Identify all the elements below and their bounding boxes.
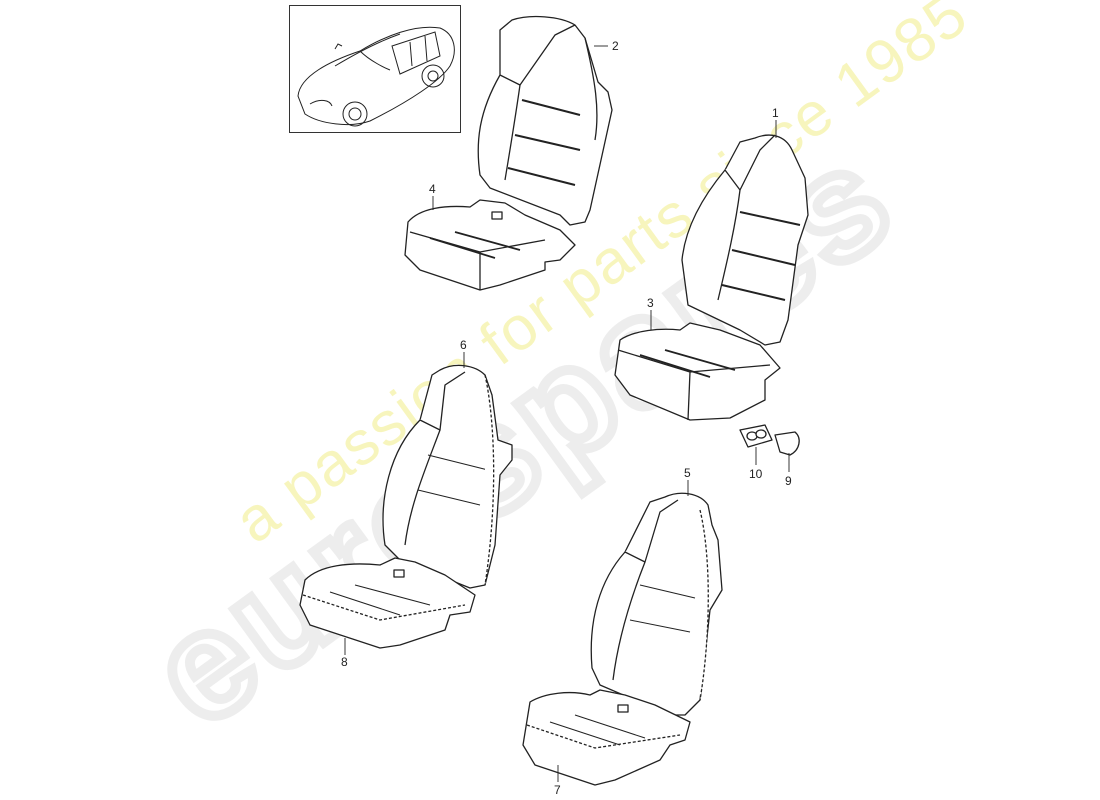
part-5-backrest	[590, 492, 723, 716]
car-icon	[297, 26, 455, 127]
part-7-cushion	[522, 689, 691, 786]
callout-4[interactable]: 4	[429, 182, 436, 196]
callout-10[interactable]: 10	[749, 467, 763, 481]
callout-8[interactable]: 8	[341, 655, 348, 669]
part-4-cushion	[404, 199, 576, 291]
callout-3[interactable]: 3	[647, 296, 654, 310]
part-2-backrest	[477, 15, 613, 226]
callout-1[interactable]: 1	[772, 106, 779, 120]
leader-lines	[344, 45, 790, 782]
callout-5[interactable]: 5	[684, 466, 691, 480]
callout-6[interactable]: 6	[460, 338, 467, 352]
part-10-bezel	[739, 424, 773, 448]
part-9-cap	[774, 431, 800, 456]
callout-9[interactable]: 9	[785, 474, 792, 488]
part-3-cushion	[614, 322, 781, 421]
part-8-cushion	[299, 557, 476, 649]
part-1-backrest	[681, 134, 809, 346]
vehicle-thumbnail	[289, 5, 461, 133]
callout-2[interactable]: 2	[612, 39, 619, 53]
callout-7[interactable]: 7	[554, 783, 561, 797]
part-6-backrest	[382, 364, 513, 589]
